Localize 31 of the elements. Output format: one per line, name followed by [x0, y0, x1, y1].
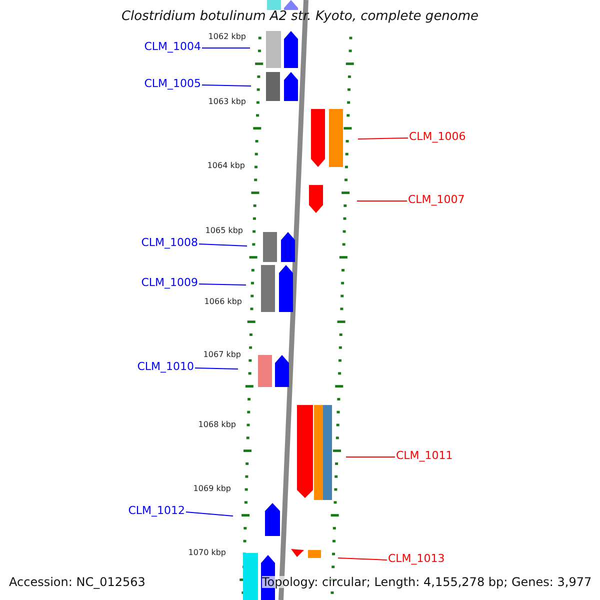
diagram-title: Clostridium botulinum A2 str. Kyoto, complete genome: [120, 10, 480, 23]
tick-label: 1066 kbp: [204, 298, 242, 306]
gene-label: CLM_1013: [388, 553, 445, 564]
gene-label: CLM_1010: [137, 361, 194, 372]
gene-label: CLM_1009: [141, 277, 198, 288]
tick-label: 1063 kbp: [208, 98, 246, 106]
tick-label: 1069 kbp: [193, 485, 231, 493]
leader-line: [194, 368, 238, 370]
leader-line: [358, 138, 408, 140]
gene-label: CLM_1004: [144, 41, 201, 52]
tick-label: 1062 kbp: [208, 33, 246, 41]
gene-label: CLM_1007: [408, 194, 465, 205]
leader-line: [202, 84, 252, 86]
gene-label: CLM_1006: [409, 131, 466, 142]
gene-label: CLM_1008: [141, 237, 198, 248]
leader-line: [338, 558, 388, 560]
leader-line: [356, 200, 408, 202]
gene-label: CLM_1011: [396, 450, 453, 461]
gene-label: CLM_1012: [128, 505, 185, 516]
tick-label: 1070 kbp: [188, 549, 226, 557]
tick-label: 1068 kbp: [198, 421, 236, 429]
leader-line: [346, 456, 396, 458]
leader-line: [198, 284, 246, 286]
gene-label: CLM_1005: [144, 78, 201, 89]
leader-line: [186, 512, 234, 516]
tick-label: 1064 kbp: [207, 162, 245, 170]
leader-line: [198, 244, 248, 246]
accession-text: Accession: NC_012563: [9, 576, 146, 588]
genome-info-text: Topology: circular; Length: 4,155,278 bp; Genes: 3,977: [262, 576, 592, 588]
tick-label: 1065 kbp: [205, 227, 243, 235]
tick-label: 1067 kbp: [203, 351, 241, 359]
